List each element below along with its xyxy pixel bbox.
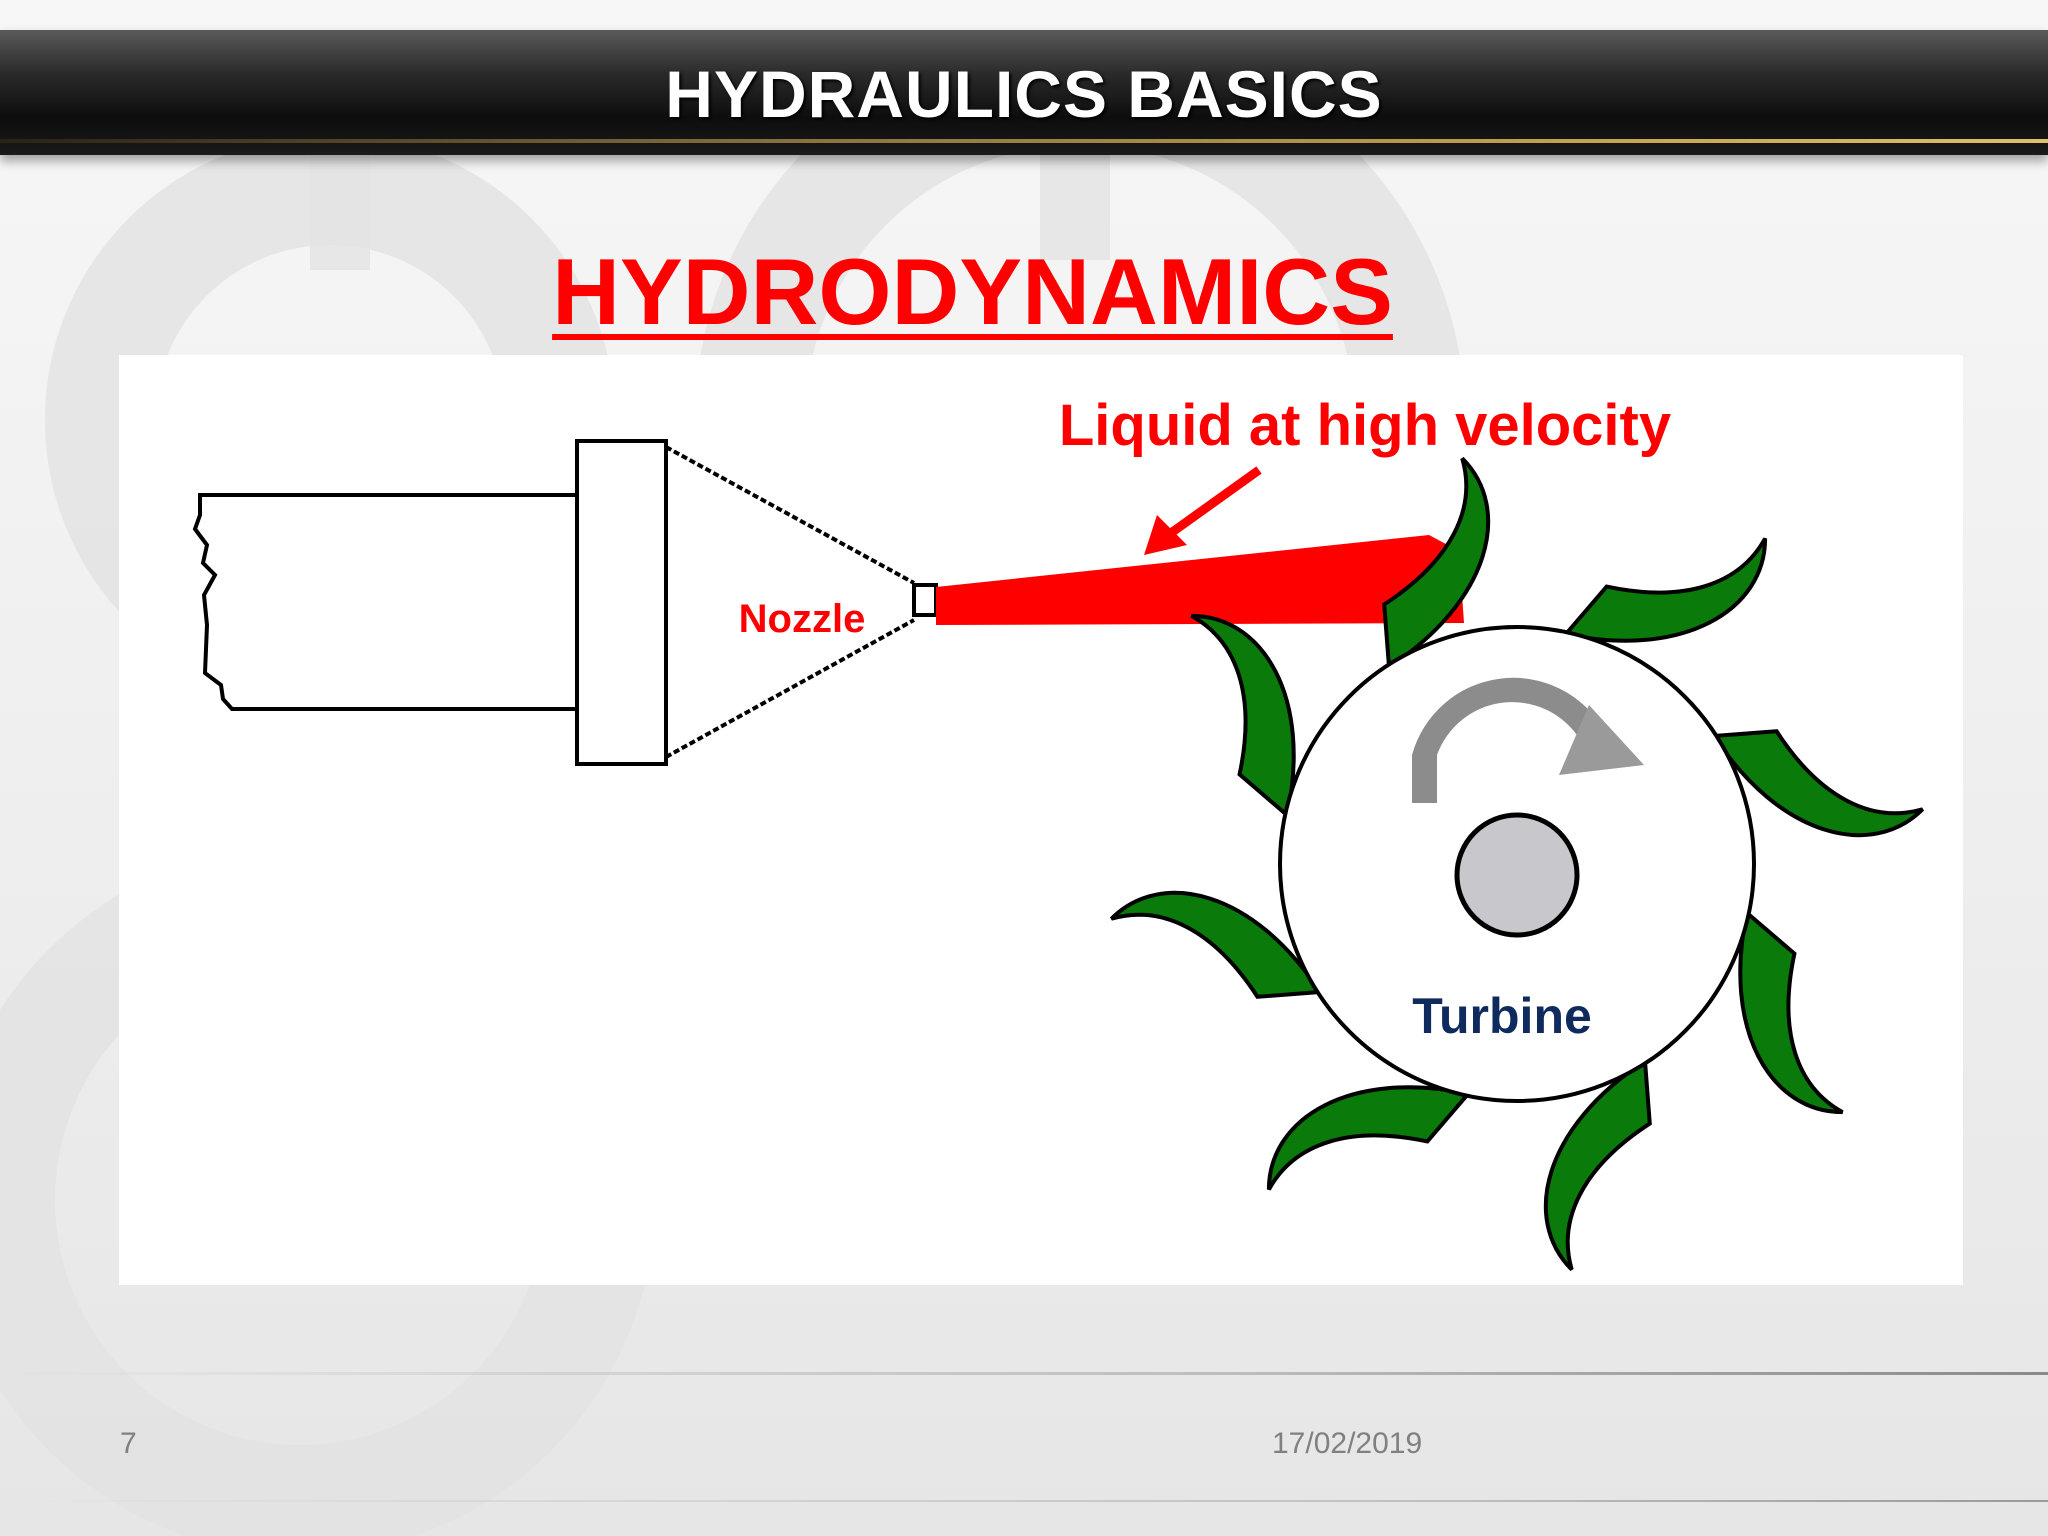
hydrodynamics-diagram: Liquid at high velocity Nozzle Turbine — [192, 393, 1925, 1272]
header-title: HYDRAULICS BASICS — [665, 57, 1383, 131]
turbine-blade — [1562, 537, 1768, 643]
nozzle-label: Nozzle — [739, 597, 866, 641]
pipe-flange — [575, 439, 668, 766]
nozzle-cone-bottom — [665, 618, 915, 759]
turbine-blade — [1382, 456, 1491, 671]
diagram-panel: Liquid at high velocity Nozzle Turbine — [119, 355, 1963, 1285]
arrow-pointer-icon — [1144, 466, 1262, 555]
turbine-blade — [1109, 890, 1324, 999]
curved-arrow-clockwise-icon — [1412, 677, 1644, 803]
turbine-blades — [1109, 456, 1925, 1272]
turbine-label: Turbine — [1412, 988, 1592, 1044]
nozzle-cone-top — [665, 445, 915, 585]
footer-divider — [0, 1372, 2048, 1375]
nozzle-tip — [912, 583, 938, 617]
slide-title: HYDRODYNAMICS — [552, 239, 1393, 344]
page-number: 7 — [120, 1427, 137, 1460]
turbine-blade — [1710, 729, 1925, 838]
header-accent-line — [0, 139, 2048, 143]
header-bar — [0, 30, 2048, 155]
turbine-blade — [1738, 909, 1844, 1115]
pipe-body — [192, 493, 579, 711]
turbine-blade — [1543, 1057, 1652, 1272]
turbine-hub — [1454, 812, 1580, 938]
footer-divider-bottom — [0, 1500, 2048, 1502]
turbine-blade — [1266, 1085, 1472, 1191]
liquid-velocity-label: Liquid at high velocity — [1059, 393, 1671, 458]
liquid-jet — [936, 535, 1464, 625]
turbine-blade — [1190, 613, 1296, 819]
footer-date: 17/02/2019 — [1272, 1427, 1423, 1460]
